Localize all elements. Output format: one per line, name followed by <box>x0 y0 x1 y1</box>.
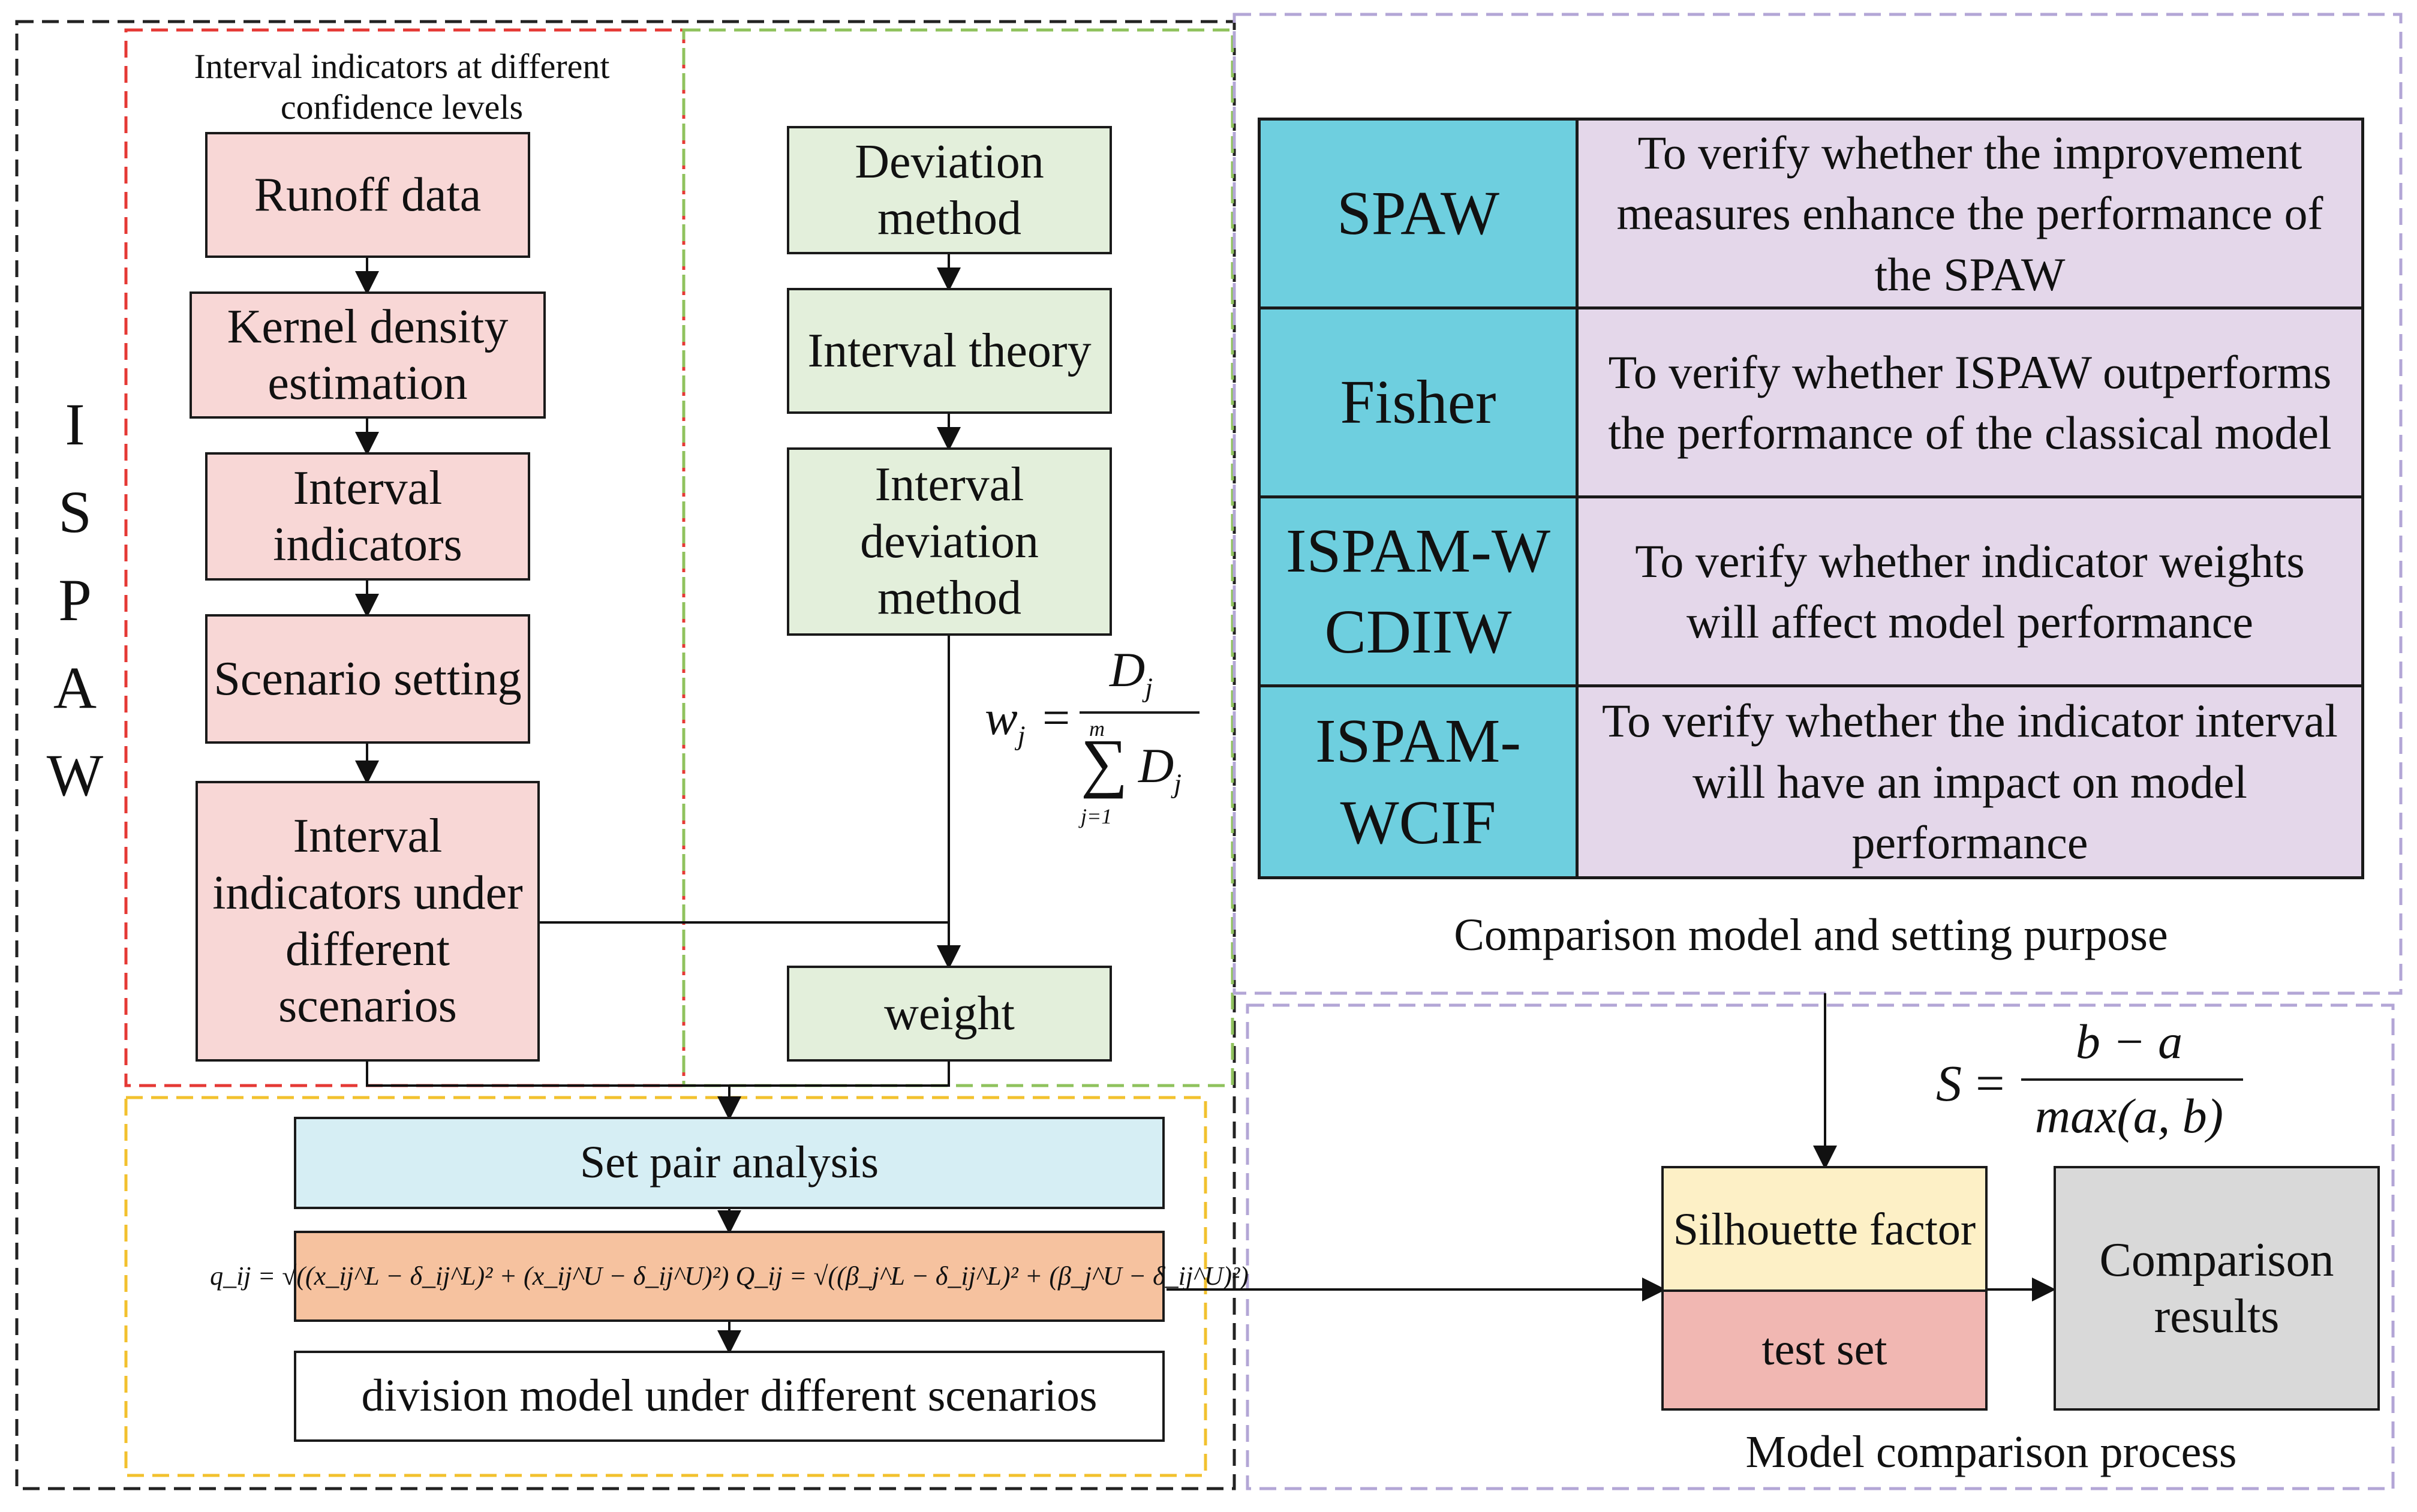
set-pair-frame <box>124 1096 1207 1477</box>
comparison-table-frame <box>1232 13 2403 995</box>
ispaw-frame <box>15 20 1236 1490</box>
model-name-cell: ISPAM-WCIF <box>1261 687 1579 876</box>
model-name-cell: Fisher <box>1261 309 1579 495</box>
interval-deviation-method-box: Interval deviation method <box>787 447 1112 636</box>
table-row: ISPAM-WCIF To verify whether the indicat… <box>1261 687 2361 876</box>
formula-denominator-sub: j <box>1174 768 1182 799</box>
comparison-process-frame <box>1246 1003 2395 1490</box>
test-set-box: test set <box>1661 1289 1988 1411</box>
title-letter: I <box>65 391 85 458</box>
kernel-density-box: Kernel density estimation <box>190 291 546 419</box>
weight-formula: wj = Dj m ∑ j=1 Dj <box>978 642 1206 846</box>
comparison-table: SPAW To verify whether the improvement m… <box>1258 118 2364 879</box>
title-letter: W <box>46 742 104 808</box>
arrow-scenarios-to-weight <box>539 921 961 969</box>
left-group-title: Interval indicators at different confide… <box>194 46 610 127</box>
comparison-table-caption: Comparison model and setting purpose <box>1454 910 2168 961</box>
deviation-method-box: Deviation method <box>787 126 1112 254</box>
table-row: SPAW To verify whether the improvement m… <box>1261 121 2361 309</box>
title-letter: P <box>58 566 92 633</box>
silhouette-formula-lhs: S <box>1936 1054 1962 1112</box>
interval-indicators-scenarios-box: Interval indicators under different scen… <box>196 781 540 1062</box>
formula-numerator-sub: j <box>1145 672 1153 703</box>
interval-theory-box: Interval theory <box>787 288 1112 414</box>
purpose-cell: To verify whether the indicator interval… <box>1579 687 2361 876</box>
title-letter: S <box>58 479 92 546</box>
table-row: Fisher To verify whether ISPAW outperfor… <box>1261 309 2361 498</box>
title-letter: A <box>53 654 97 721</box>
scenario-setting-box: Scenario setting <box>205 614 530 744</box>
purpose-cell: To verify whether the improvement measur… <box>1579 121 2361 306</box>
formula-sum-lower: j=1 <box>1081 804 1113 828</box>
purpose-cell: To verify whether ISPAW outperforms the … <box>1579 309 2361 495</box>
formula-lhs-sub: j <box>1017 720 1026 751</box>
weight-frame <box>682 28 1234 1087</box>
model-name-cell: ISPAM-WCDIIW <box>1261 498 1579 684</box>
formula-lhs: w <box>985 690 1018 745</box>
formula-denominator: D <box>1138 738 1174 793</box>
comparison-results-box: Comparison results <box>2054 1166 2380 1411</box>
runoff-data-box: Runoff data <box>205 132 530 258</box>
formula-sum-symbol: ∑ <box>1081 726 1128 799</box>
formula-fraction-bar <box>1080 711 1200 714</box>
division-model-box: division model under different scenarios <box>294 1351 1165 1442</box>
formula-sum-upper: m <box>1089 717 1105 741</box>
distance-formula-box: q_ij = √((x_ij^L − δ_ij^L)² + (x_ij^U − … <box>210 1231 1249 1322</box>
set-pair-analysis-box: Set pair analysis <box>294 1117 1165 1209</box>
interval-indicators-box: Interval indicators <box>205 452 530 581</box>
silhouette-fraction-bar <box>2021 1078 2243 1081</box>
connector-weight-to-merge <box>729 1062 950 1087</box>
table-row: ISPAM-WCDIIW To verify whether indicator… <box>1261 498 2361 687</box>
model-name-cell: SPAW <box>1261 121 1579 306</box>
ispaw-vertical-title: I S P A W <box>42 390 108 810</box>
silhouette-formula-numerator: b − a <box>2075 1014 2183 1069</box>
process-caption: Model comparison process <box>1745 1427 2237 1478</box>
connector-left-to-merge <box>366 1062 729 1087</box>
silhouette-formula-denominator: max(a, b) <box>2034 1089 2224 1143</box>
purpose-cell: To verify whether indicator weights will… <box>1579 498 2361 684</box>
formula-numerator: D <box>1110 642 1146 697</box>
weight-box: weight <box>787 966 1112 1062</box>
silhouette-formula: S = b − a max(a, b) <box>1925 1014 2261 1170</box>
silhouette-factor-box: Silhouette factor <box>1661 1166 1988 1292</box>
